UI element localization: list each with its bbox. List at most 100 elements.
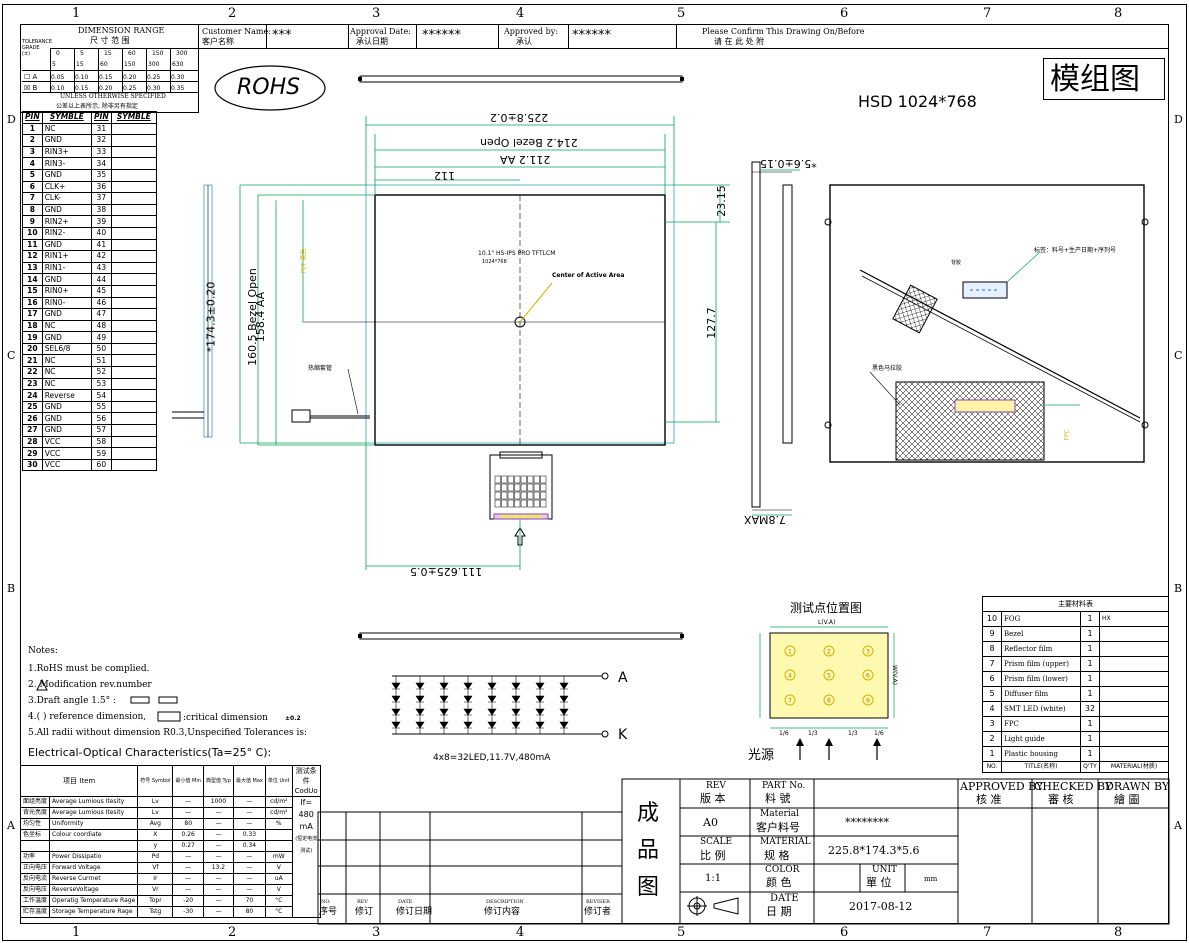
connector-pin: [494, 483, 501, 492]
pin-symbol: VCC: [41, 458, 92, 472]
test-point: [784, 694, 796, 706]
revision-col-cn: 序号: [319, 907, 338, 917]
bom-title-cell: Bezel: [1001, 626, 1081, 642]
pin-symbol: [110, 458, 158, 472]
eo-value: —: [202, 840, 234, 852]
bom-title-cell: Prism film (upper): [1001, 656, 1081, 672]
connector-pin: [520, 499, 527, 508]
eo-value: Ir: [137, 873, 174, 885]
bom-footer-cell: TITLE(名称): [1001, 761, 1081, 773]
test-point-label: 2: [827, 649, 831, 656]
eo-cn: [19, 840, 51, 852]
revision-col-cn: 修订日期: [396, 907, 433, 917]
pin-number: 37: [90, 192, 112, 205]
bom-title-cell: FPC: [1001, 716, 1081, 732]
eo-cn: 反向电流: [19, 873, 51, 885]
bottom-side-view: [358, 632, 684, 640]
pin-number: 39: [90, 215, 112, 228]
row-index: C: [7, 349, 16, 362]
eo-value: —: [232, 884, 266, 896]
test-point-label: 5: [827, 673, 831, 680]
note-item: 5.All radii without dimension R0.3,Unspe…: [28, 728, 307, 738]
connector-pin: [540, 491, 547, 500]
tol-grid-line: [22, 70, 198, 71]
led-diode: [391, 708, 401, 716]
tol-row-a-value: 0.20: [123, 74, 137, 81]
tol-range-bottom: 15: [76, 61, 84, 68]
connector-pins: [494, 475, 547, 508]
test-point: [784, 669, 796, 681]
title-block-field: 單 位: [866, 876, 892, 889]
bom-title-cell: Light guide: [1001, 731, 1081, 747]
eo-value: —: [232, 807, 266, 819]
dim-aa-height: 158.4 AA: [254, 291, 268, 343]
dim-thickness: *5.6±0.15: [760, 157, 817, 170]
revision-col-cn: 修订内容: [484, 907, 521, 917]
bom-material: [1099, 731, 1169, 747]
eo-item: ReverseVoltage: [49, 884, 139, 896]
right-side-view: [751, 161, 793, 511]
eo-header-cell: 符号 Symbol: [137, 765, 174, 797]
connector-pin: [494, 475, 501, 484]
pin-number: 2: [22, 134, 43, 147]
approved-by-label-cn: 承认: [516, 37, 532, 46]
bom-material: [1099, 746, 1169, 762]
led-diode: [415, 708, 425, 716]
led-diode: [559, 708, 569, 716]
eo-value: cd/m²: [264, 807, 293, 819]
eo-value: —: [202, 873, 234, 885]
title-block-field: Material: [760, 809, 799, 819]
connector-pin: [533, 491, 540, 500]
eo-cn: 色坐标: [19, 829, 51, 841]
connector-pin: [514, 499, 521, 508]
tol-row-a-value: 0.10: [75, 74, 89, 81]
light-source-label: 光源: [748, 748, 775, 763]
pin-symbol: RIN2+: [41, 215, 92, 228]
column-index: 7: [983, 6, 992, 21]
title-block-field: 规 格: [764, 849, 790, 862]
eo-item: [49, 840, 139, 852]
title-block-field: 日 期: [766, 905, 792, 918]
pin-symbol: GND: [41, 203, 92, 217]
pin-symbol: [110, 226, 158, 240]
bom-title-cell: Prism film (lower): [1001, 671, 1081, 687]
tol-row-b-value: 0.20: [99, 85, 113, 92]
eo-value: -30: [172, 906, 204, 918]
eo-value: —: [172, 851, 204, 863]
tol-row-b-label: ☒ B: [24, 84, 38, 92]
row-index: A: [7, 819, 15, 832]
test-point-label: 9: [866, 698, 870, 705]
led-diode: [439, 682, 449, 690]
led-diode: [535, 682, 545, 690]
eo-value: —: [172, 807, 204, 819]
tol-row-b-value: 0.15: [75, 85, 89, 92]
bom-qty: 1: [1080, 671, 1100, 687]
approval-date-value: ******: [422, 28, 461, 43]
tol-row-b-value: 0.30: [147, 85, 161, 92]
eo-value: Pd: [137, 851, 174, 863]
connector-pin: [501, 475, 508, 484]
eo-value: —: [202, 895, 234, 907]
bom-material: [1099, 716, 1169, 732]
yellow-label: PET 黄色: [300, 248, 308, 274]
eo-value: Lv: [137, 807, 174, 819]
led-diode: [391, 682, 401, 690]
title-block-field: mm: [924, 875, 938, 883]
tol-range-top: 150: [152, 50, 164, 57]
title-block-grid: [317, 778, 1170, 925]
test-point-label: 1: [788, 649, 792, 656]
note-item: 2. Modification rev.number: [28, 680, 152, 690]
connector-pin: [514, 483, 521, 492]
led-diode: [535, 708, 545, 716]
eo-value: 80: [172, 818, 204, 830]
connector-pin: [514, 491, 521, 500]
dim-bezel-width: 214.2 Bezel Open: [480, 136, 578, 149]
